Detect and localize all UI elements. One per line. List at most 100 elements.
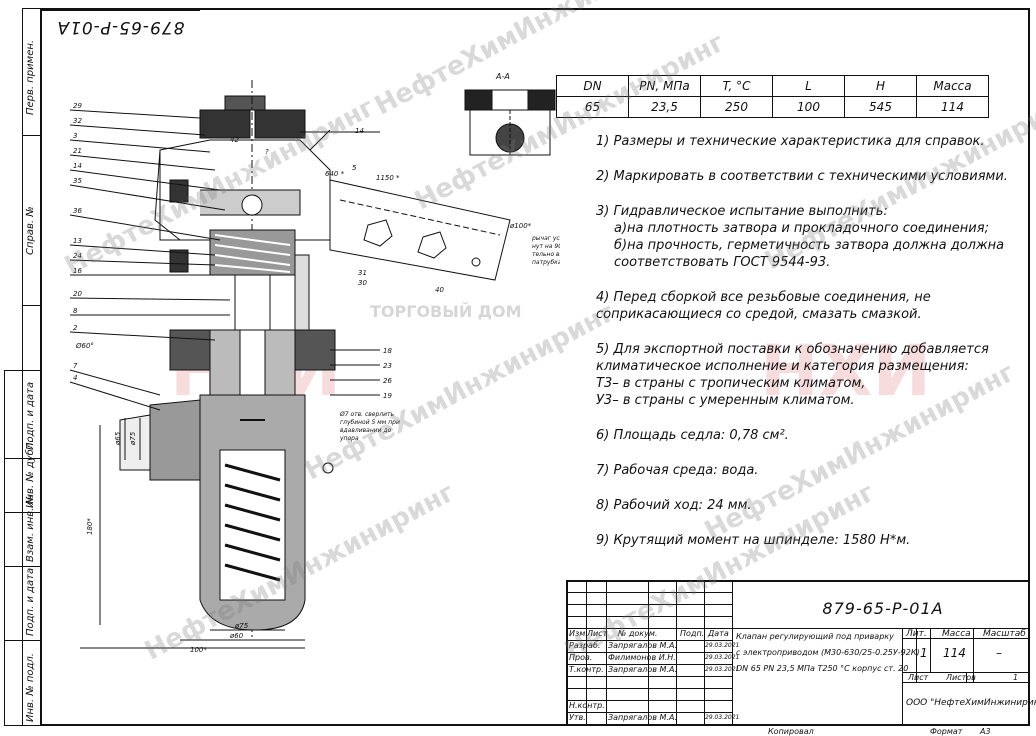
- date-checker: 29.03.2021: [705, 654, 740, 661]
- name-developer: Запрягалов М.А.: [608, 641, 677, 650]
- svg-text:16: 16: [73, 267, 82, 275]
- copied-label: Копировал: [768, 727, 814, 736]
- svg-text:ø75: ø75: [129, 431, 137, 446]
- svg-text:24: 24: [73, 252, 82, 260]
- svg-text:3: 3: [73, 132, 77, 140]
- svg-text:640 *: 640 *: [325, 170, 345, 178]
- note-8: 8) Рабочий ход: 24 мм.: [596, 498, 752, 513]
- header-t: T, °C: [700, 75, 773, 97]
- side-divider: [4, 370, 40, 371]
- note-5b: У3– в страны с умеренным климатом.: [596, 393, 855, 408]
- side-divider: [22, 305, 40, 306]
- side-divider: [22, 135, 40, 136]
- note-3b: б)на прочность, герметичность затвора до…: [614, 238, 1005, 270]
- note-1: 1) Размеры и технические характеристика …: [596, 134, 985, 149]
- lit-value: 1: [920, 646, 928, 660]
- svg-text:ø60: ø60: [229, 632, 244, 640]
- header-mass: Масса: [916, 75, 989, 97]
- section-label: А-А: [496, 72, 510, 81]
- date-approver: 29.03.2021: [705, 714, 740, 721]
- value-pn: 23,5: [628, 96, 701, 118]
- product-name-line-3: DN 65 PN 23,5 МПа T250 °C корпус ст. 20: [736, 664, 909, 673]
- parameters-table: DN PN, МПа T, °C L H Масса 65 23,5 250 1…: [556, 75, 989, 118]
- svg-text:упора: упора: [339, 435, 359, 442]
- svg-text:21: 21: [73, 147, 82, 155]
- sheet-frame: [40, 8, 1030, 726]
- svg-text:4: 4: [73, 374, 77, 382]
- date-tech-control: 29.03.2021: [705, 666, 740, 673]
- value-mass: 114: [916, 96, 989, 118]
- company-name: ООО "НефтеХимИнжиниринг": [906, 698, 1036, 708]
- side-label-orig-inv: Инв. № подл.: [25, 653, 36, 722]
- svg-text:5: 5: [352, 164, 357, 172]
- col-sign: Подп.: [680, 629, 705, 638]
- side-column-lower: [4, 370, 22, 726]
- svg-text:30: 30: [358, 279, 367, 287]
- svg-text:100*: 100*: [190, 646, 207, 654]
- name-checker: Филимонов И.Н.: [608, 653, 676, 662]
- product-name-line-2: с электроприводом (М30-630/25-0.25У-92К): [736, 648, 920, 657]
- note-5a: Т3– в страны с тропическим климатом,: [596, 376, 866, 391]
- title-block: 879-65-Р-01А Изм. Лист № докум. Подп. Да…: [566, 580, 1036, 736]
- side-divider: [4, 458, 40, 459]
- svg-text:ø100*: ø100*: [509, 222, 532, 230]
- header-l: L: [772, 75, 845, 97]
- svg-text:36: 36: [73, 207, 82, 215]
- col-doc-no: № докум.: [618, 629, 658, 638]
- scale-value: –: [996, 646, 1002, 660]
- role-checker: Пров.: [569, 653, 593, 662]
- note-3: 3) Гидравлическое испытание выполнить:: [596, 204, 888, 219]
- svg-text:180*: 180*: [86, 518, 94, 535]
- svg-text:19: 19: [383, 392, 392, 400]
- role-norm-control: Н.контр.: [569, 701, 605, 710]
- svg-text:1150 *: 1150 *: [376, 174, 400, 182]
- svg-text:26: 26: [383, 377, 392, 385]
- svg-text:29: 29: [73, 102, 82, 110]
- role-tech-control: Т.контр.: [569, 665, 604, 674]
- svg-text:42: 42: [230, 136, 239, 144]
- value-t: 250: [700, 96, 773, 118]
- note-2: 2) Маркировать в соответствии с техничес…: [596, 169, 1008, 184]
- svg-text:13: 13: [73, 237, 82, 245]
- role-approver: Утв.: [569, 713, 586, 722]
- side-label-replace-inv: Взам. инв. №: [25, 494, 36, 562]
- side-label-ref-no: Справ. №: [25, 206, 36, 255]
- svg-text:Ø7 отв. сверлить: Ø7 отв. сверлить: [339, 411, 395, 418]
- svg-text:20: 20: [73, 290, 82, 298]
- col-change: Изм.: [569, 629, 588, 638]
- header-pn: PN, МПа: [628, 75, 701, 97]
- date-developer: 29.03.2021: [705, 642, 740, 649]
- table-row: DN PN, МПа T, °C L H Масса: [556, 75, 989, 97]
- sheets-value: 1: [1013, 673, 1019, 682]
- svg-text:31: 31: [358, 269, 367, 277]
- header-dn: DN: [556, 75, 629, 97]
- angle-label: Ø60°: [75, 342, 94, 350]
- col-date: Дата: [708, 629, 729, 638]
- name-tech-control: Запрягалов М.А.: [608, 665, 677, 674]
- svg-text:ø65: ø65: [114, 431, 122, 446]
- svg-text:32: 32: [73, 117, 82, 125]
- table-row: 65 23,5 250 100 545 114: [556, 96, 989, 118]
- product-name-line-1: Клапан регулирующий под приварку: [736, 632, 894, 641]
- svg-text:35: 35: [73, 177, 82, 185]
- mass-value: 114: [943, 646, 966, 660]
- svg-text:рычаг условно повер-: рычаг условно повер-: [531, 235, 560, 242]
- rotated-designation-stamp: 879-65-Р-01А: [40, 10, 200, 44]
- technical-notes: 1) Размеры и технические характеристика …: [596, 133, 1016, 567]
- role-developer: Разраб.: [569, 641, 601, 650]
- format-label: Формат: [930, 727, 963, 736]
- svg-text:7: 7: [73, 362, 78, 370]
- note-9: 9) Крутящий момент на шпинделе: 1580 Н*м…: [596, 533, 911, 548]
- watermark-subtitle: ТОРГОВЫЙ ДОМ: [370, 302, 522, 321]
- sheet-label: Лист: [908, 673, 929, 682]
- value-l: 100: [772, 96, 845, 118]
- svg-text:тельно входного: тельно входного: [532, 251, 560, 258]
- side-divider: [4, 640, 40, 641]
- side-label-sign-date-2: Подп. и дата: [25, 567, 36, 636]
- svg-text:8: 8: [73, 307, 78, 315]
- note-7: 7) Рабочая среда: вода.: [596, 463, 759, 478]
- side-divider: [4, 512, 40, 513]
- note-3a: а)на плотность затвора и прокладочного с…: [614, 221, 989, 236]
- format-value: А3: [980, 727, 991, 736]
